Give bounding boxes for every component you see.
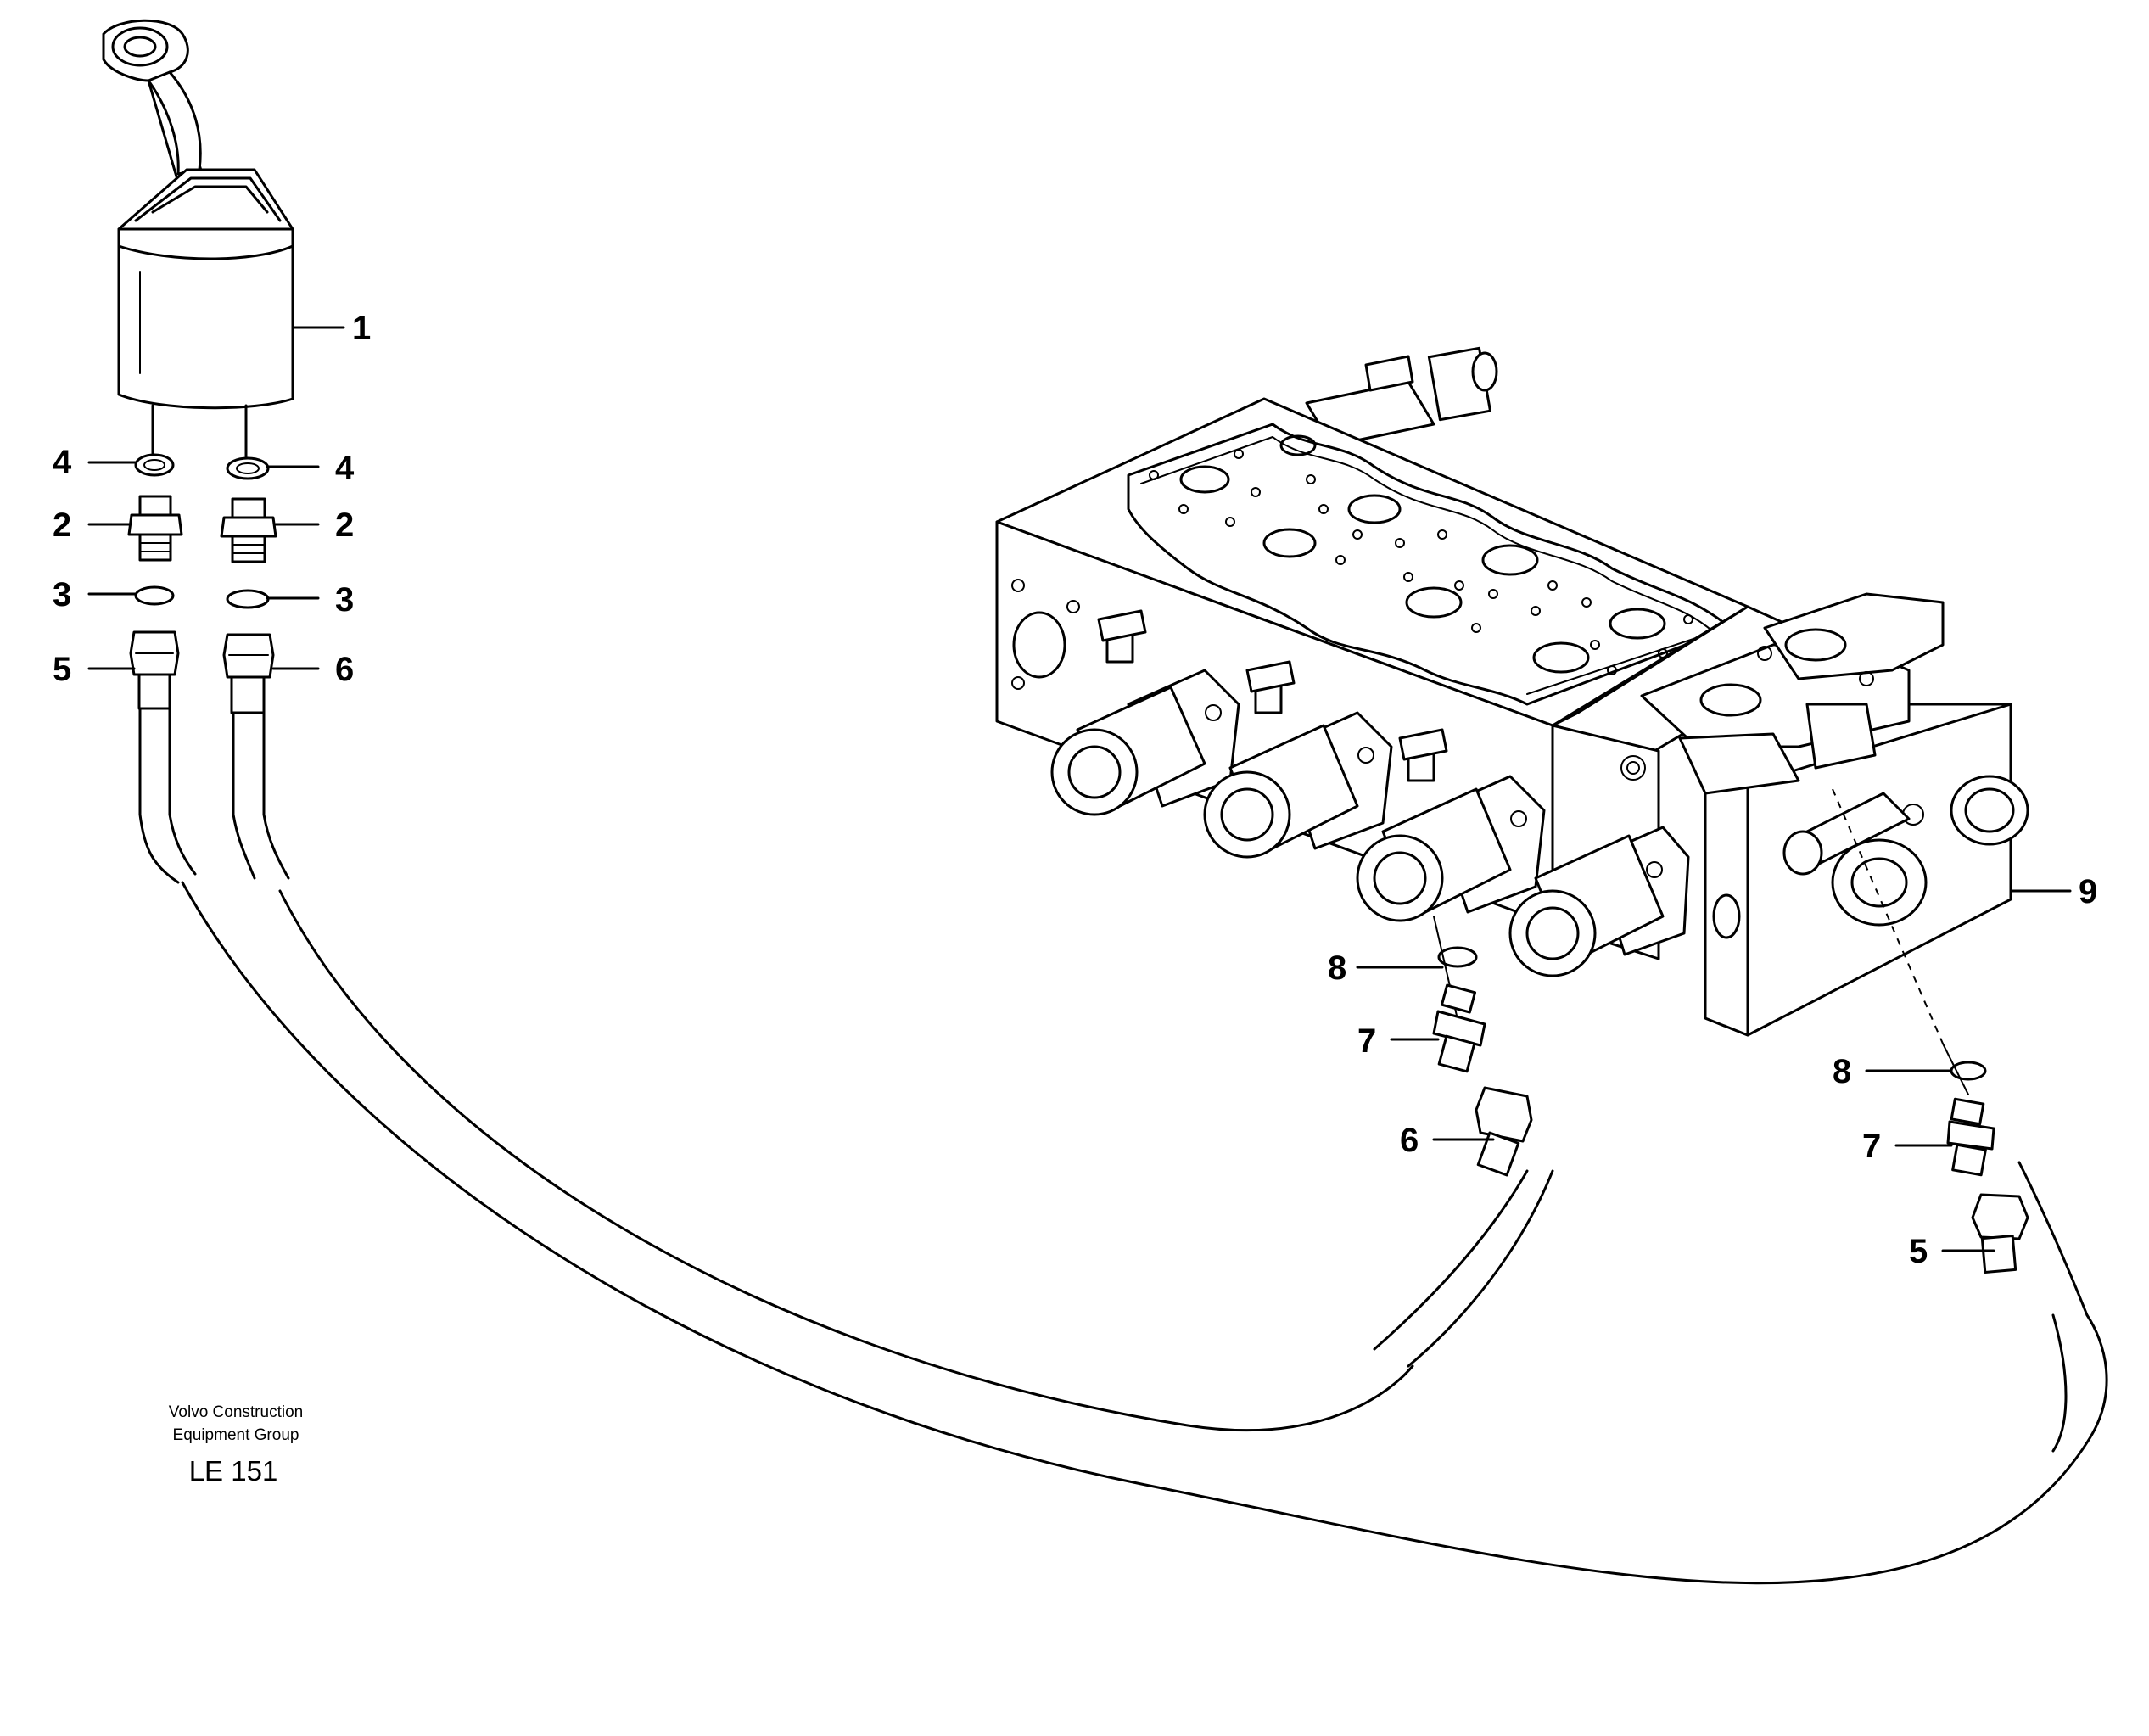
callout-5-left: 5 xyxy=(53,651,71,688)
callout-7-right: 7 xyxy=(1862,1128,1881,1165)
callout-7-middle: 7 xyxy=(1357,1022,1376,1060)
callout-4-left: 4 xyxy=(53,444,72,481)
callout-3-left: 3 xyxy=(53,576,71,613)
callout-4-right: 4 xyxy=(335,450,355,487)
joystick-lever xyxy=(102,19,294,410)
callout-8-middle: 8 xyxy=(1328,949,1346,987)
callout-6-middle: 6 xyxy=(1400,1122,1419,1159)
hose-6-long xyxy=(232,711,1554,1432)
valve-fittings-right xyxy=(1946,1061,2029,1274)
solenoid-3 xyxy=(1356,728,1546,922)
solenoid-4 xyxy=(1508,826,1690,977)
callout-9: 9 xyxy=(2079,873,2097,910)
valve-fittings-middle xyxy=(1432,946,1533,1177)
callout-5-right: 5 xyxy=(1909,1233,1928,1270)
drawing-code: LE 151 xyxy=(189,1455,278,1487)
hose-5-long xyxy=(138,707,2108,1585)
credit-line-2: Equipment Group xyxy=(173,1426,299,1444)
joystick-fittings-left xyxy=(127,453,183,710)
callout-3-right: 3 xyxy=(335,581,354,619)
joystick-fittings-right xyxy=(220,456,277,714)
callout-2-left: 2 xyxy=(53,507,71,544)
solenoid-1 xyxy=(1050,609,1240,816)
solenoid-2 xyxy=(1203,660,1393,859)
callout-leaders xyxy=(87,326,2072,1252)
callout-1: 1 xyxy=(352,310,371,347)
callout-2-right: 2 xyxy=(335,507,354,544)
callout-8-right: 8 xyxy=(1833,1053,1851,1090)
credit-line-1: Volvo Construction xyxy=(169,1403,303,1421)
callout-6-left: 6 xyxy=(335,651,354,688)
